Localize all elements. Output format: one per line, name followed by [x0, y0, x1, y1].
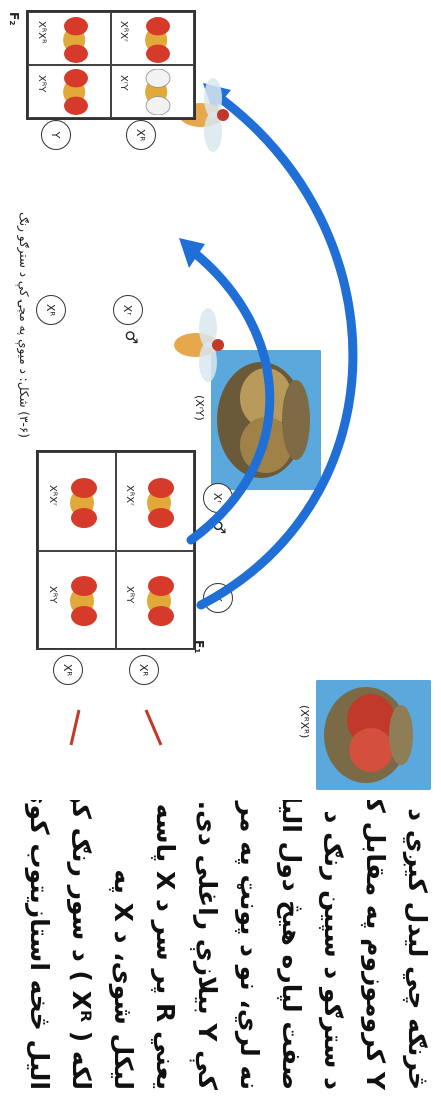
fly-icon	[174, 308, 224, 382]
f1-punnett-grid: XᴿXʳ XᴿY XᴿXʳ XᴿY	[36, 450, 196, 650]
f1-cell: XᴿXʳ	[115, 452, 194, 552]
fly-icon	[179, 78, 229, 152]
f2-label: F₂	[7, 12, 21, 26]
f2-genotype: XᴿXʳ	[118, 21, 129, 42]
gamete-circle: Y	[41, 120, 71, 150]
f2-genotype: XʳY	[118, 75, 129, 91]
male-symbol-icon: ♂	[122, 330, 141, 345]
fly-head-icon	[70, 478, 97, 528]
f2-cell: XᴿXʳ	[110, 12, 194, 66]
f2-cell: XᴿXᴿ	[28, 12, 112, 66]
fly-head-icon	[147, 478, 174, 528]
f1-cell: XᴿY	[115, 550, 194, 650]
fly-head-icon	[63, 69, 88, 115]
f2-genotype: XᴿXᴿ	[36, 21, 47, 44]
f1-cell: XᴿY	[38, 550, 117, 650]
arrow-icon	[69, 709, 163, 746]
fly-head-icon	[147, 576, 174, 626]
fly-head-icon	[145, 69, 171, 115]
gamete-circle: Xᴿ	[126, 120, 156, 150]
fly-head-icon	[145, 17, 170, 63]
f2-cell: XᴿY	[28, 64, 112, 118]
fly-head-icon	[70, 576, 97, 626]
gamete-circle: Xᴿ	[36, 295, 66, 325]
f2-genotype: XᴿY	[36, 75, 47, 93]
f2-cell: XʳY	[110, 64, 194, 118]
f2-punnett-grid: XᴿXʳ XʳY XᴿXᴿ XᴿY	[26, 10, 196, 120]
f1-cell: XᴿXʳ	[38, 452, 117, 552]
female-fly-photo	[316, 680, 431, 790]
fly-head-icon	[63, 17, 88, 63]
gamete-circle: Xʳ	[113, 295, 143, 325]
figure-caption: (۳-۶) شکل: د میوې په مچۍ کې د سترګو رنګ	[17, 212, 31, 438]
